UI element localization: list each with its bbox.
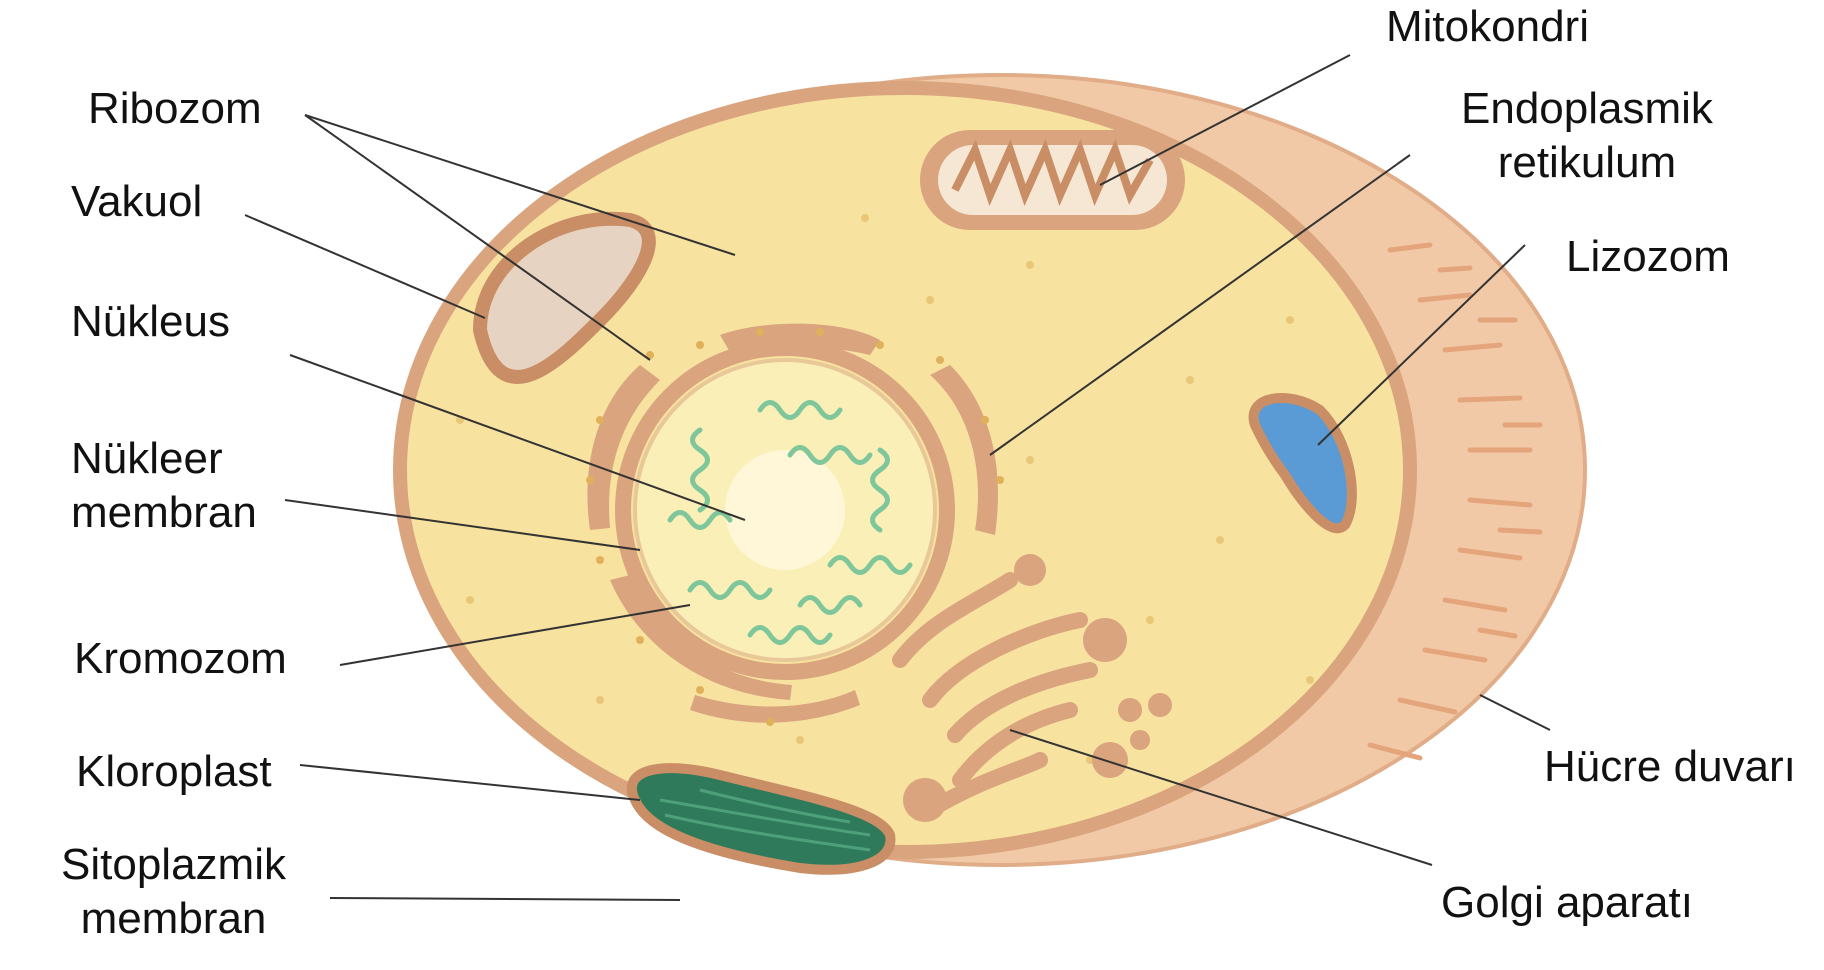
label-ribozom: Ribozom bbox=[82, 82, 268, 136]
label-endoplasmik-retikulum-line2: retikulum bbox=[1461, 136, 1713, 190]
label-vakuol: Vakuol bbox=[65, 175, 208, 229]
label-kromozom: Kromozom bbox=[68, 632, 293, 686]
label-kloroplast: Kloroplast bbox=[70, 745, 278, 799]
label-sitoplazmik-membran: Sitoplazmik membran bbox=[55, 838, 292, 946]
label-nukleer-membran-line1: Nükleer bbox=[71, 432, 257, 486]
label-hucre-duvari: Hücre duvarı bbox=[1538, 740, 1802, 794]
label-golgi-aparati: Golgi aparatı bbox=[1435, 876, 1699, 930]
label-endoplasmik-retikulum: Endoplasmik retikulum bbox=[1455, 82, 1719, 190]
leader-sitoplazmik-membran bbox=[330, 898, 680, 900]
label-nukleer-membran-line2: membran bbox=[71, 486, 257, 540]
leader-vakuol bbox=[245, 215, 485, 318]
label-lizozom: Lizozom bbox=[1560, 230, 1736, 284]
label-nukleus: Nükleus bbox=[65, 295, 236, 349]
label-endoplasmik-retikulum-line1: Endoplasmik bbox=[1461, 82, 1713, 136]
mitochondrion bbox=[920, 130, 1185, 230]
nucleolus bbox=[725, 450, 845, 570]
label-sitoplazmik-membran-line1: Sitoplazmik bbox=[61, 838, 286, 892]
label-sitoplazmik-membran-line2: membran bbox=[61, 892, 286, 946]
leader-hucre-duvari bbox=[1480, 695, 1550, 730]
label-mitokondri: Mitokondri bbox=[1380, 0, 1595, 54]
label-nukleer-membran: Nükleer membran bbox=[65, 432, 263, 540]
